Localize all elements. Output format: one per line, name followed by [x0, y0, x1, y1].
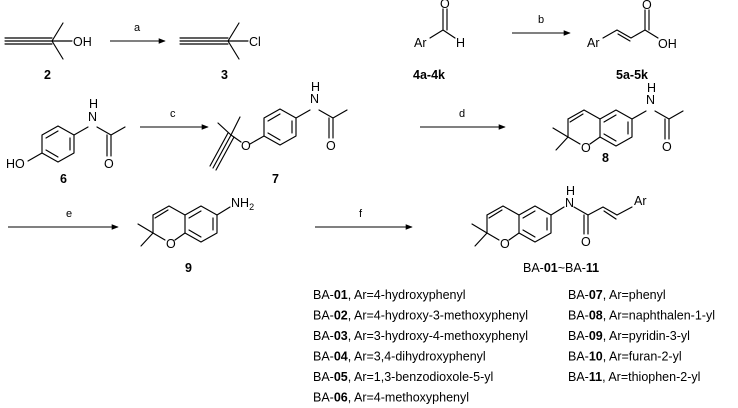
legend-code: 02	[334, 309, 348, 323]
reaction-arrow-c: c	[140, 108, 209, 130]
amide-h-label-8: H	[647, 81, 656, 95]
reaction-arrow-a: a	[110, 22, 166, 44]
compound-5-structure: Ar O OH	[587, 0, 677, 51]
compound-6-number: 6	[60, 172, 67, 186]
legend-code: 03	[334, 329, 348, 343]
legend-aryl: , Ar=4-hydroxyphenyl	[348, 288, 466, 302]
legend-aryl: , Ar=1,3-benzodioxole-5-yl	[348, 370, 494, 384]
compound-6-structure: N H O HO	[6, 97, 126, 171]
legend-aryl: , Ar=furan-2-yl	[603, 350, 682, 364]
pyran-oxygen-label-final: O	[500, 237, 510, 251]
legend-code: 04	[334, 350, 348, 364]
legend-aryl: , Ar=4-hydroxy-3-methoxyphenyl	[348, 309, 528, 323]
legend-entry: BA-08, Ar=naphthalen-1-yl	[568, 309, 715, 323]
compound-8-number: 8	[602, 151, 609, 165]
step-label-f: f	[359, 208, 363, 220]
acid-hydroxyl-label: OH	[658, 37, 677, 51]
aryl-label-5: Ar	[587, 36, 600, 50]
legend-aryl: , Ar=pyridin-3-yl	[603, 329, 690, 343]
final-compound-label: BA-01~BA-11	[523, 261, 599, 275]
legend-code: 01	[334, 288, 348, 302]
legend-aryl: , Ar=naphthalen-1-yl	[603, 309, 715, 323]
aryl-label-final: Ar	[634, 194, 647, 208]
compound-7-structure: O N H O	[209, 80, 348, 171]
legend-entry: BA-05, Ar=1,3-benzodioxole-5-yl	[313, 370, 493, 384]
amide-oxygen-label-8: O	[662, 140, 672, 154]
ether-oxygen-label: O	[241, 139, 251, 153]
compound-2-number: 2	[44, 68, 51, 82]
amide-n-label-6: N	[88, 110, 97, 124]
reaction-arrow-e: e	[8, 208, 119, 230]
step-label-e: e	[66, 208, 72, 220]
amide-oxygen-label-final: O	[581, 235, 591, 249]
acid-carbonyl-oxygen-label: O	[642, 0, 652, 12]
step-label-a: a	[134, 22, 141, 34]
amide-oxygen-label-6: O	[104, 157, 114, 171]
amine-label: NH2	[231, 196, 254, 212]
legend-code: 11	[589, 370, 602, 384]
chloro-label: Cl	[249, 35, 261, 49]
legend-aryl: , Ar=3-hydroxy-4-methoxyphenyl	[348, 329, 528, 343]
legend-entry: BA-10, Ar=furan-2-yl	[568, 350, 682, 364]
compound-3-structure: Cl	[179, 22, 261, 60]
reaction-arrow-b: b	[512, 14, 571, 36]
legend-code: 06	[334, 391, 348, 405]
legend-code: 07	[589, 288, 603, 302]
legend-entry: BA-11, Ar=thiophen-2-yl	[568, 370, 700, 384]
compound-7-number: 7	[272, 172, 279, 186]
amide-n-label-8: N	[646, 93, 655, 107]
legend-entry: BA-03, Ar=3-hydroxy-4-methoxyphenyl	[313, 329, 528, 343]
reaction-arrow-f: f	[315, 208, 413, 230]
hydroxyl-label: OH	[73, 35, 92, 49]
legend-entry: BA-01, Ar=4-hydroxyphenyl	[313, 288, 466, 302]
legend-entry: BA-02, Ar=4-hydroxy-3-methoxyphenyl	[313, 309, 528, 323]
compound-5-number: 5a-5k	[616, 68, 648, 82]
compound-9-structure: O NH2	[137, 196, 254, 251]
step-label-c: c	[170, 108, 176, 120]
amide-h-label-6: H	[89, 97, 98, 111]
legend-code: 10	[589, 350, 603, 364]
compound-9-number: 9	[185, 261, 192, 275]
legend-aryl: , Ar=4-methoxyphenyl	[348, 391, 469, 405]
amide-h-label-final: H	[566, 184, 575, 198]
amide-oxygen-label-7: O	[326, 139, 336, 153]
amide-h-label-7: H	[311, 80, 320, 94]
compound-4-structure: Ar O H	[414, 0, 465, 50]
amide-n-label-7: N	[310, 92, 319, 106]
legend-code: 08	[589, 309, 603, 323]
legend-entry: BA-06, Ar=4-methoxyphenyl	[313, 391, 469, 405]
legend-aryl: , Ar=phenyl	[603, 288, 666, 302]
legend-aryl: , Ar=thiophen-2-yl	[602, 370, 700, 384]
legend-code: 05	[334, 370, 348, 384]
legend-code: 09	[589, 329, 603, 343]
carbonyl-oxygen-label: O	[440, 0, 450, 11]
legend-entry: BA-07, Ar=phenyl	[568, 288, 666, 302]
phenol-ho-label: HO	[6, 157, 25, 171]
compound-3-number: 3	[221, 68, 228, 82]
final-compound-structure: O N H O Ar	[471, 184, 647, 251]
legend-aryl: , Ar=3,4-dihydroxyphenyl	[348, 350, 486, 364]
reaction-arrow-d: d	[420, 108, 506, 130]
legend-entry: BA-09, Ar=pyridin-3-yl	[568, 329, 690, 343]
compound-4-number: 4a-4k	[413, 68, 445, 82]
pyran-oxygen-label-9: O	[166, 237, 176, 251]
step-label-d: d	[459, 108, 465, 120]
pyran-oxygen-label-8: O	[581, 141, 591, 155]
step-label-b: b	[538, 14, 544, 26]
amine-subscript: 2	[249, 202, 254, 212]
legend-entry: BA-04, Ar=3,4-dihydroxyphenyl	[313, 350, 486, 364]
aldehyde-h-label: H	[456, 36, 465, 50]
aryl-label: Ar	[414, 36, 427, 50]
compound-8-structure: O N H O	[552, 81, 684, 155]
amide-n-label-final: N	[565, 196, 574, 210]
compound-2-structure: OH	[4, 22, 92, 60]
